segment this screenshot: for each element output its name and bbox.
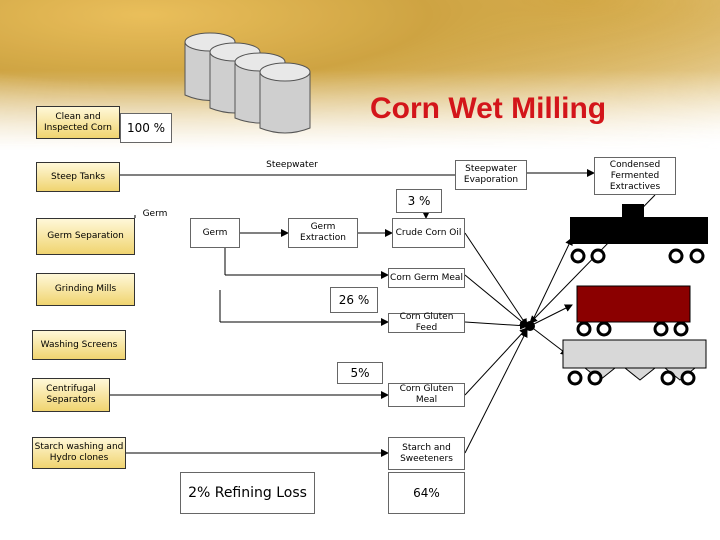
label-steepwater: Steepwater [266, 159, 318, 170]
label-condensed-extractives: Condensed Fermented Extractives [594, 157, 676, 195]
pct-26: 26 % [330, 287, 378, 313]
step-steep-tanks: Steep Tanks [36, 162, 120, 192]
label-germ: Germ [190, 218, 240, 248]
label-corn-gluten-meal: Corn Gluten Meal [388, 383, 465, 407]
label-germ-extraction: Germ Extraction [288, 218, 358, 248]
silo-icon [184, 32, 311, 134]
label-corn-gluten-feed: Corn Gluten Feed [388, 312, 465, 333]
pct-5: 5% [337, 362, 383, 384]
label-starch-sweeteners: Starch and Sweeteners [388, 437, 465, 470]
label-crude-corn-oil: Crude Corn Oil [392, 218, 465, 248]
tank-car-icon [570, 204, 708, 264]
label-steepwater-evaporation: Steepwater Evaporation [455, 160, 527, 190]
pct-100: 100 % [120, 113, 172, 143]
step-grinding-mills: Grinding Mills [36, 273, 135, 306]
hub-node [525, 321, 535, 331]
label-germ-small: Germ [142, 208, 168, 219]
label-corn-germ-meal: Corn Germ Meal [388, 268, 465, 288]
refining-loss: 2% Refining Loss [180, 472, 315, 514]
step-centrifugal-separators: Centrifugal Separators [32, 378, 110, 412]
box-car-icon [576, 285, 691, 337]
hopper-car-icon [562, 339, 707, 386]
page-title: Corn Wet Milling [370, 92, 607, 125]
step-washing-screens: Washing Screens [32, 330, 126, 360]
step-starch-washing: Starch washing and Hydro clones [32, 437, 126, 469]
pct-3: 3 % [396, 189, 442, 213]
step-germ-separation: Germ Separation [36, 218, 135, 255]
step-clean-corn: Clean and Inspected Corn [36, 106, 120, 139]
pct-64: 64% [388, 472, 465, 514]
